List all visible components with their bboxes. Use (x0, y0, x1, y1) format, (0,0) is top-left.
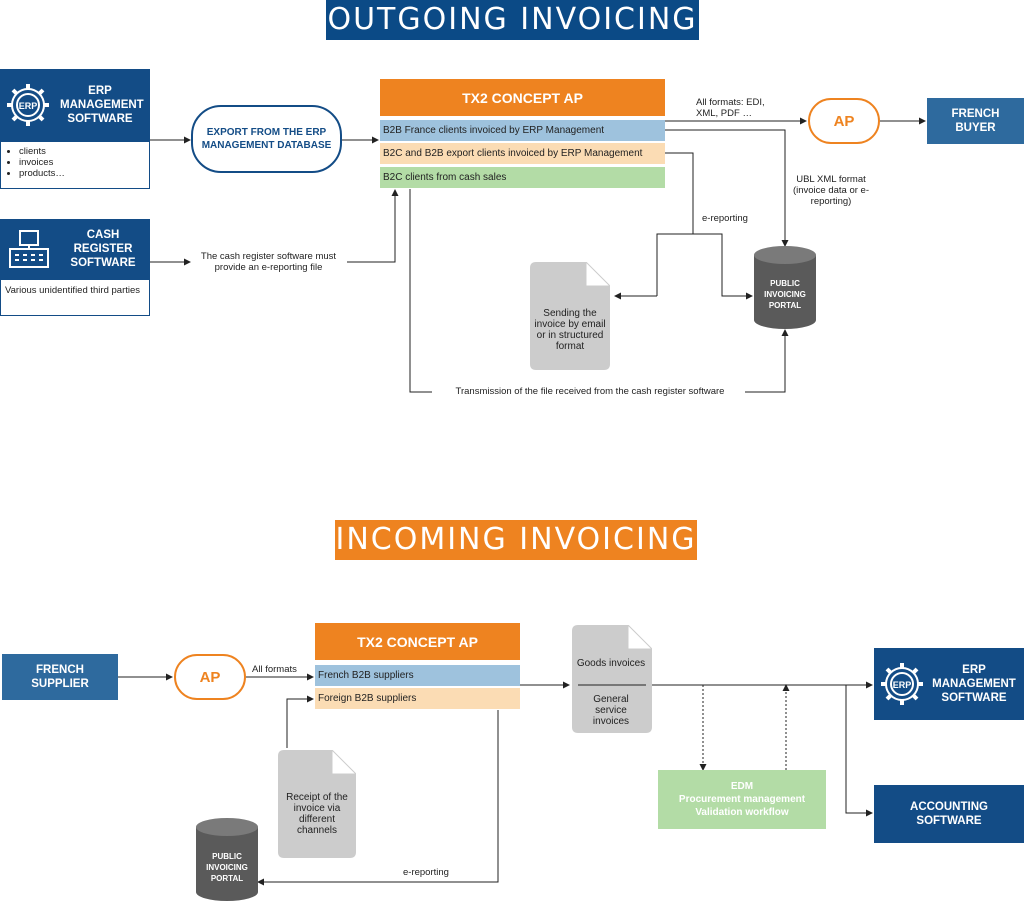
erp-management-box: ERP ERP MANAGEMENT SOFTWARE (0, 69, 150, 141)
row-b2b-france: B2B France clients invoiced by ERP Manag… (380, 120, 665, 141)
svg-text:ERP: ERP (19, 101, 38, 111)
tx2-concept-title-incoming: TX2 CONCEPT AP (315, 623, 520, 660)
general-invoices-text: General service invoices (592, 694, 630, 727)
erp-gear-icon: ERP (881, 663, 923, 705)
portal-out-label: PUBLIC INVOICING PORTAL (764, 279, 806, 310)
erp-management-label: ERP MANAGEMENT SOFTWARE (60, 85, 144, 125)
outgoing-title: OUTGOING INVOICING (326, 0, 699, 40)
ereporting-label: e-reporting (702, 213, 748, 224)
cash-register-label: CASH REGISTER SOFTWARE (70, 229, 136, 269)
cash-register-note: Various unidentified third parties (0, 279, 150, 316)
export-erp-database: EXPORT FROM THE ERP MANAGEMENT DATABASE (191, 105, 342, 173)
document-icon (278, 750, 356, 858)
ereporting-in-label: e-reporting (403, 867, 449, 878)
document-icon (530, 262, 610, 370)
edm-line: EDM (730, 781, 754, 792)
cash-register-box: CASH REGISTER SOFTWARE (0, 219, 150, 279)
list-item: products… (19, 168, 149, 179)
erp-management-box-incoming: ERP ERP MANAGEMENT SOFTWARE (874, 648, 1024, 720)
database-cylinder-icon (196, 818, 258, 901)
goods-invoices-text: Goods invoices (576, 658, 646, 669)
svg-text:ERP: ERP (893, 680, 912, 690)
cash-must-label: The cash register software must provide … (200, 251, 337, 273)
french-supplier-box: FRENCH SUPPLIER (2, 654, 118, 700)
cash-register-icon (9, 230, 49, 268)
accounting-software-box: ACCOUNTING SOFTWARE (874, 785, 1024, 843)
erp-items-box: clients invoices products… (0, 141, 150, 189)
receipt-invoice-doc: Receipt of the invoice via different cha… (278, 750, 356, 858)
document-icon (572, 625, 652, 733)
erp-items-list: clients invoices products… (1, 146, 149, 179)
database-cylinder-icon (754, 246, 816, 329)
all-formats-label: All formats: EDI, XML, PDF … (696, 97, 765, 119)
row-b2c-b2b-export: B2C and B2B export clients invoiced by E… (380, 143, 665, 164)
validation-line: Validation workflow (695, 807, 789, 818)
sending-invoice-text: Sending the invoice by email or in struc… (534, 308, 606, 352)
goods-services-doc: Goods invoices General service invoices (572, 625, 652, 733)
ap-node: AP (808, 98, 880, 144)
ubl-xml-note: UBL XML format (invoice data or e-report… (792, 174, 870, 207)
tx2-concept-title: TX2 CONCEPT AP (380, 79, 665, 116)
edm-box: EDM Procurement management Validation wo… (658, 770, 826, 829)
erp-management-label-incoming: ERP MANAGEMENT SOFTWARE (932, 664, 1016, 704)
french-buyer-box: FRENCH BUYER (927, 98, 1024, 144)
row-b2c-cash: B2C clients from cash sales (380, 167, 665, 188)
row-french-b2b: French B2B suppliers (315, 665, 520, 686)
ap-node-incoming: AP (174, 654, 246, 700)
procurement-line: Procurement management (678, 794, 806, 805)
row-foreign-b2b: Foreign B2B suppliers (315, 688, 520, 709)
incoming-title: INCOMING INVOICING (335, 520, 697, 560)
all-formats-in-label: All formats (252, 664, 297, 675)
public-portal-out: PUBLIC INVOICING PORTAL (754, 246, 816, 330)
public-portal-in: PUBLIC INVOICING PORTAL (196, 818, 258, 902)
list-item: invoices (19, 157, 149, 168)
sending-invoice-doc: Sending the invoice by email or in struc… (530, 262, 610, 370)
portal-in-label: PUBLIC INVOICING PORTAL (206, 852, 248, 883)
receipt-invoice-text: Receipt of the invoice via different cha… (286, 792, 348, 836)
list-item: clients (19, 146, 149, 157)
transmission-label: Transmission of the file received from t… (455, 386, 725, 397)
erp-gear-icon: ERP (7, 84, 49, 126)
